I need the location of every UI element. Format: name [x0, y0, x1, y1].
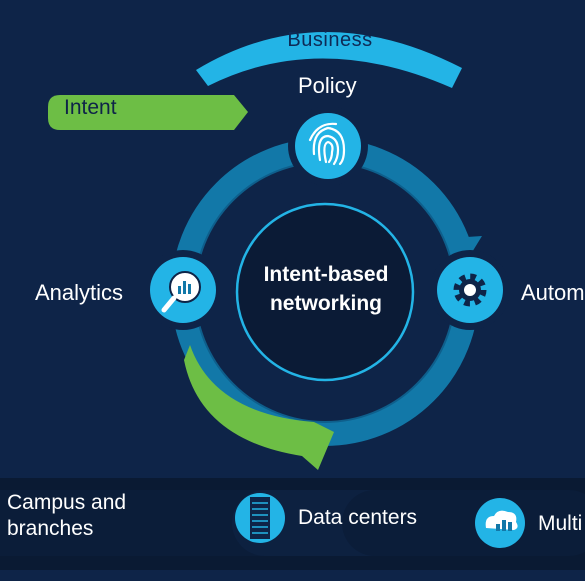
policy-node: [288, 106, 368, 186]
gear-icon: [453, 273, 487, 307]
analytics-label: Analytics: [35, 280, 124, 305]
ring-arrow: [452, 236, 482, 262]
intent-label: Intent: [64, 96, 117, 119]
center-label: Intent-based networking: [263, 263, 389, 315]
business-arc: [196, 31, 462, 88]
campus-pill: [0, 490, 312, 556]
campus-label: Campus and branches: [7, 491, 127, 540]
bottom-strip: [0, 570, 585, 581]
magnifier-chart-icon: [161, 271, 201, 313]
multi-label: Multi: [538, 512, 583, 535]
multi-pill: [342, 490, 585, 556]
policy-label: Policy: [298, 73, 357, 98]
analytics-node: [143, 250, 223, 330]
data-centers-label: Data centers: [298, 506, 418, 529]
business-label: Business: [287, 29, 373, 51]
automation-node: [430, 250, 510, 330]
intent-banner: [48, 95, 248, 130]
cloud-apps-icon: [475, 498, 525, 548]
center-circle: [235, 202, 415, 382]
feedback-arrow: [184, 345, 334, 470]
fingerprint-icon: [308, 122, 346, 166]
server-rack-icon: [235, 493, 285, 543]
automation-label: Autom: [521, 280, 585, 305]
